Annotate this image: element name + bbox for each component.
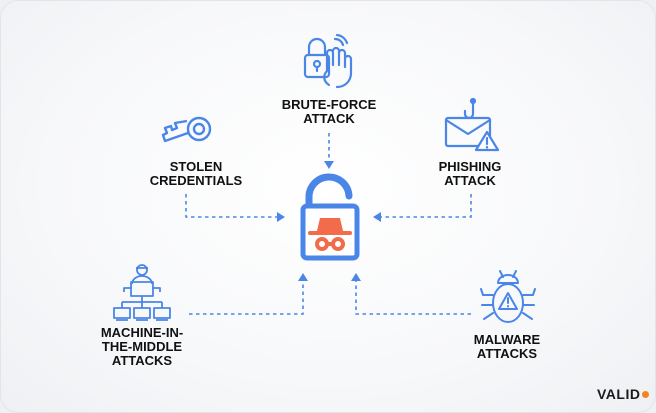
label-line: ATTACKS xyxy=(111,353,173,368)
key-icon xyxy=(161,116,212,143)
phishing-email-icon xyxy=(444,97,500,152)
arrow-malware xyxy=(355,281,471,315)
arrowhead-phishing xyxy=(373,212,381,222)
arrowhead-malware xyxy=(351,273,361,281)
label-line: BRUTE-FORCE xyxy=(281,97,377,112)
label-malware: MALWARE ATTACKS xyxy=(474,333,540,361)
valid-logo: VALID xyxy=(597,386,650,402)
arrow-mitm xyxy=(189,281,304,315)
arrow-phishing xyxy=(381,194,472,218)
label-mitm: MACHINE-IN- THE-MIDDLE ATTACKS xyxy=(101,326,183,368)
malware-bug-icon xyxy=(480,270,536,323)
label-line: ATTACKS xyxy=(476,346,538,361)
logo-dot xyxy=(642,391,650,398)
label-brute-force: BRUTE-FORCE ATTACK xyxy=(282,98,377,126)
hacked-lock-icon xyxy=(300,173,360,261)
label-phishing: PHISHING ATTACK xyxy=(439,160,502,188)
label-line: ATTACK xyxy=(303,111,355,126)
arrowhead-stolen xyxy=(277,212,285,222)
spy-icon xyxy=(308,218,352,251)
label-line: MACHINE-IN- xyxy=(100,325,184,340)
logo-text: VALID xyxy=(597,386,641,402)
brute-force-icon xyxy=(303,33,353,89)
label-stolen-credentials: STOLEN CREDENTIALS xyxy=(150,160,242,188)
label-line: ATTACK xyxy=(444,173,496,188)
label-line: STOLEN xyxy=(169,159,223,174)
arrow-stolen xyxy=(185,194,277,218)
label-line: THE-MIDDLE xyxy=(101,339,183,354)
machine-in-the-middle-icon xyxy=(113,264,171,321)
label-line: MALWARE xyxy=(473,332,541,347)
label-line: CREDENTIALS xyxy=(149,173,243,188)
arrowhead-mitm xyxy=(298,273,308,281)
arrowhead-brute xyxy=(324,161,334,169)
label-line: PHISHING xyxy=(438,159,502,174)
